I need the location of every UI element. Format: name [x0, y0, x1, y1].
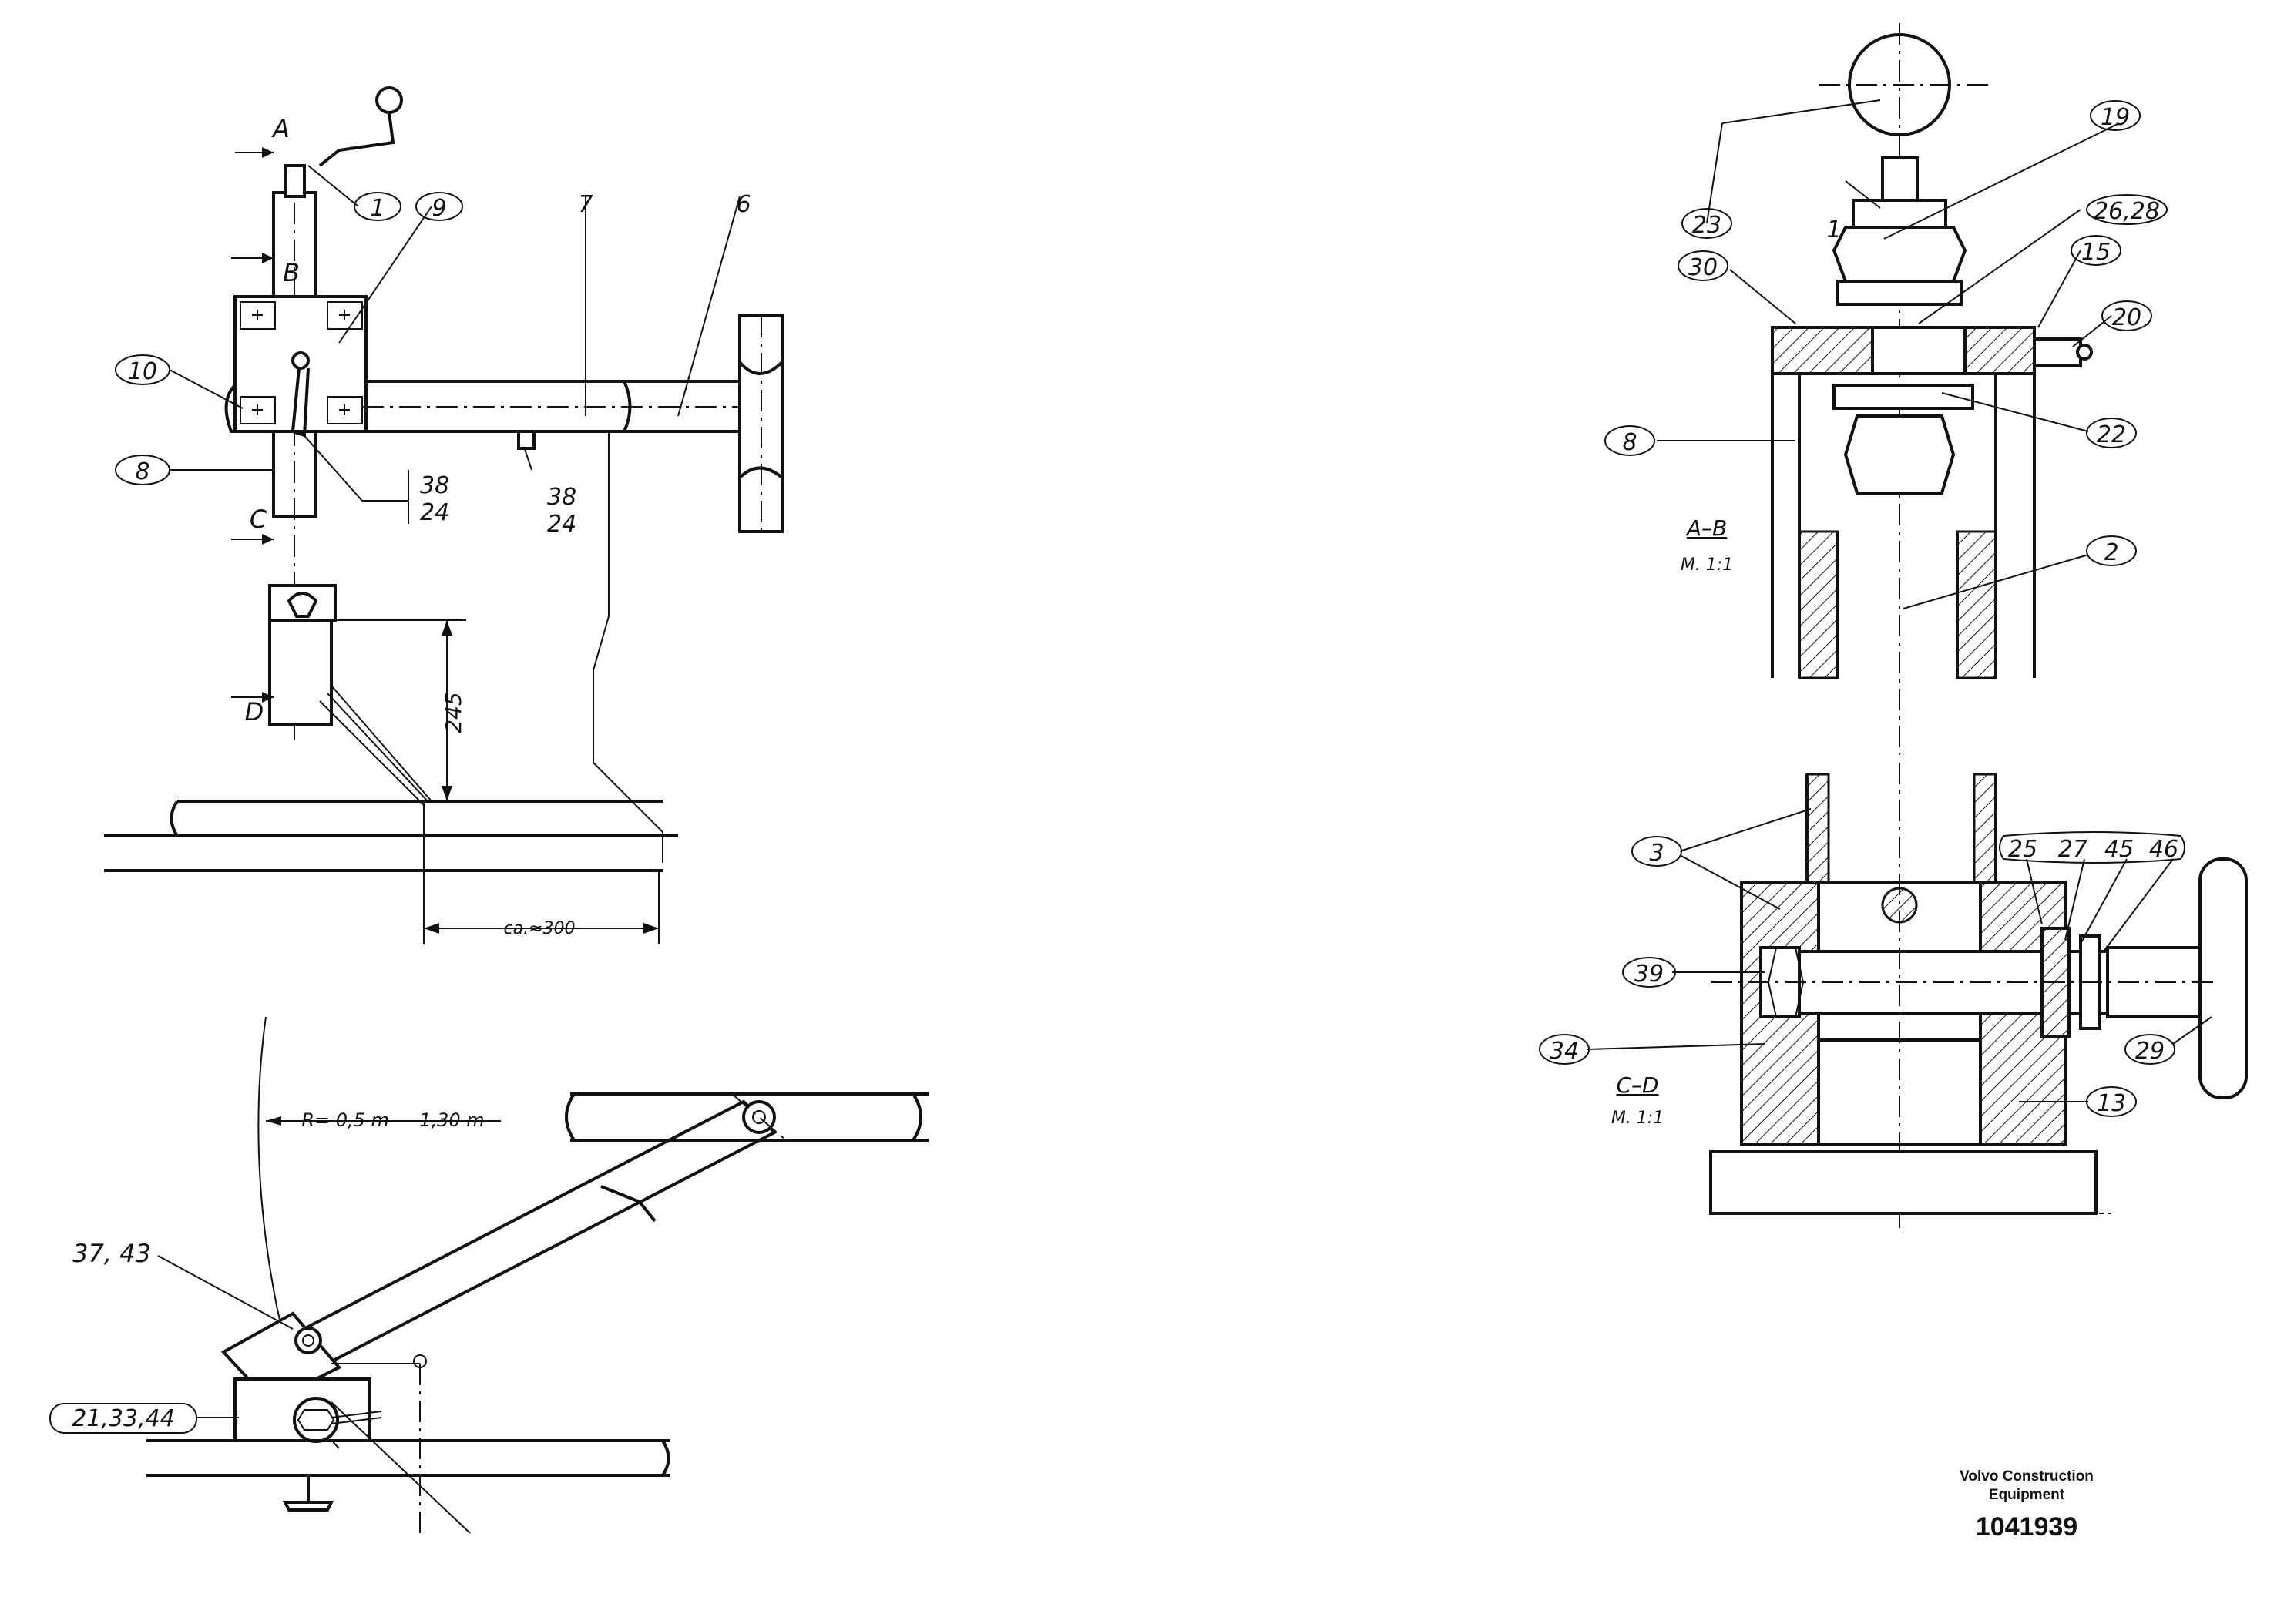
star-knob [2198, 857, 2248, 1099]
callout-26-28: 26,28 [2094, 198, 2160, 225]
part-38-label-b: 38 [547, 484, 576, 511]
callouts-side-view: 1 9 10 8 A B C D 7 6 38 24 38 24 245 ca.… [115, 114, 751, 938]
section-mark-d: D [245, 697, 264, 726]
callout-29: 29 [2135, 1038, 2165, 1065]
brand-line-1: Volvo Construction [1960, 1468, 2094, 1485]
callouts-section-c-d: 3 39 34 29 13 25 27 45 46 C–D M. 1:1 [1539, 836, 2178, 1128]
section-c-d-scale: M. 1:1 [1611, 1109, 1664, 1128]
callout-22: 22 [2097, 421, 2126, 448]
dimension-245: 245 [441, 692, 466, 733]
brand-line-2: Equipment [1988, 1487, 2065, 1503]
callout-8: 8 [135, 458, 149, 485]
part-37-43-label: 37, 43 [72, 1239, 151, 1268]
section-a-b-title: A–B [1685, 515, 1727, 541]
callout-2: 2 [2104, 539, 2118, 566]
part-6-label: 6 [736, 191, 751, 218]
vertical-pipe [738, 314, 784, 533]
section-mark-a: A [271, 114, 290, 143]
callout-39: 39 [1634, 961, 1664, 988]
callout-13: 13 [2097, 1090, 2126, 1117]
callout-20: 20 [2112, 304, 2141, 331]
handle-knob [375, 86, 403, 114]
lower-clamp [268, 619, 333, 726]
part-38-label: 38 [420, 472, 449, 499]
part-45-label: 45 [2104, 836, 2134, 863]
side-view [104, 86, 784, 944]
callout-19: 19 [2101, 104, 2130, 131]
callout-21-33-44: 21,33,44 [72, 1405, 175, 1432]
part-7-label: 7 [578, 191, 593, 218]
section-c-d-title: C–D [1616, 1072, 1658, 1098]
section-mark-b: B [283, 258, 300, 287]
callouts-section-a-b: 19 23 1 26,28 30 15 20 8 22 2 A–B M. 1:1 [1604, 100, 2168, 575]
section-a-b-scale: M. 1:1 [1681, 555, 1733, 575]
crank-arm [318, 112, 395, 167]
part-1-label-section: 1 [1826, 216, 1841, 243]
section-a-b [1657, 23, 2120, 755]
callout-8-section: 8 [1622, 429, 1637, 456]
callout-1: 1 [370, 195, 385, 222]
section-mark-c: C [250, 505, 267, 534]
title-block: Volvo Construction Equipment 1041939 [1896, 1468, 2158, 1542]
callout-23: 23 [1692, 212, 1721, 239]
callout-15: 15 [2081, 239, 2111, 266]
part-27-label: 27 [2058, 836, 2087, 863]
part-25-label: 25 [2008, 836, 2037, 863]
part-46-label: 46 [2149, 836, 2178, 863]
callout-30: 30 [1688, 254, 1718, 281]
radius-label: R= 0,5 m — 1,30 m [301, 1109, 484, 1131]
callout-9: 9 [432, 195, 446, 222]
part-24-label: 24 [420, 499, 449, 526]
plan-view: R= 0,5 m — 1,30 m 37, 43 21,33,44 [49, 1016, 929, 1534]
callout-10: 10 [128, 358, 157, 385]
section-c-d [1587, 763, 2248, 1233]
part-24-label-b: 24 [547, 511, 576, 538]
callout-3: 3 [1649, 840, 1664, 867]
dimension-ca-300: ca.≈300 [504, 919, 576, 938]
callout-34: 34 [1550, 1038, 1579, 1065]
document-number: 1041939 [1975, 1512, 2078, 1542]
